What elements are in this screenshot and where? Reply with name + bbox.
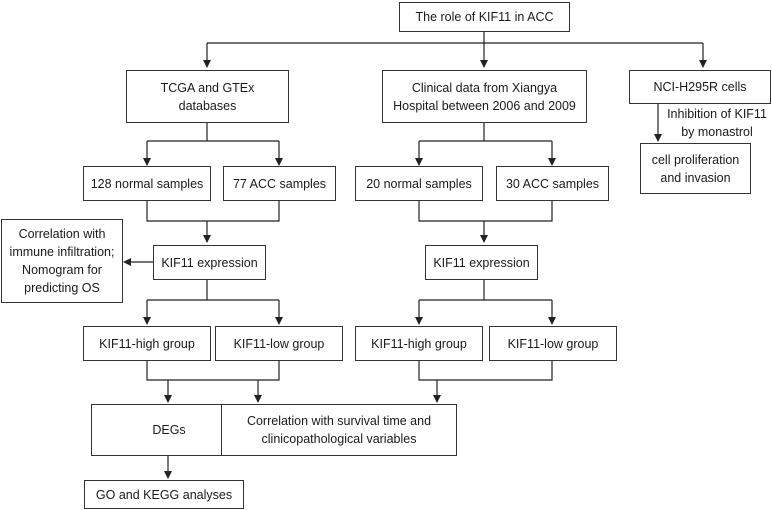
clinical-low-group-box: KIF11-low group: [489, 326, 617, 361]
root-label: The role of KIF11 in ACC: [415, 10, 554, 24]
connector-tcga-groups-merge: [146, 361, 280, 381]
tcga-high-group-box: KIF11-high group: [83, 326, 211, 361]
clinical-normal-samples-label: 20 normal samples: [366, 176, 472, 191]
clinical-data-box: Clinical data from Xiangya Hospital betw…: [382, 70, 587, 123]
survival-correlation-box: Correlation with survival time and clini…: [221, 404, 457, 456]
tcga-gtex-label: TCGA and GTEx databases: [160, 80, 255, 113]
clinical-high-group-box: KIF11-high group: [355, 326, 483, 361]
tcga-normal-samples-box: 128 normal samples: [83, 166, 211, 201]
tcga-expression-label: KIF11 expression: [161, 255, 258, 270]
correlation-immune-box: Correlation with immune infiltration; No…: [1, 219, 123, 303]
tcga-acc-samples-box: 77 ACC samples: [223, 166, 336, 201]
tcga-gtex-box: TCGA and GTEx databases: [126, 70, 289, 123]
root-box: The role of KIF11 in ACC: [399, 2, 570, 32]
inhibition-note: Inhibition of KIF11 by monastrol: [667, 107, 767, 139]
cells-box: NCI-H295R cells: [629, 70, 771, 104]
tcga-high-group-label: KIF11-high group: [99, 336, 195, 351]
clinical-data-label: Clinical data from Xiangya Hospital betw…: [393, 80, 576, 113]
tcga-normal-samples-label: 128 normal samples: [90, 176, 204, 191]
degs-label: DEGs: [152, 423, 186, 437]
clinical-normal-samples-box: 20 normal samples: [355, 166, 483, 201]
survival-correlation-label: Correlation with survival time and clini…: [246, 414, 432, 446]
connector-clinical-samples-merge: [418, 201, 553, 222]
clinical-expression-label: KIF11 expression: [433, 255, 530, 270]
tcga-low-group-box: KIF11-low group: [215, 326, 343, 361]
proliferation-box: cell proliferation and invasion: [640, 143, 751, 194]
connector-tcga-samples-merge: [146, 201, 280, 222]
clinical-acc-samples-label: 30 ACC samples: [505, 176, 600, 191]
proliferation-label: cell proliferation and invasion: [651, 152, 740, 185]
correlation-immune-label: Correlation with immune infiltration; No…: [9, 227, 115, 295]
tcga-expression-box: KIF11 expression: [153, 245, 266, 280]
clinical-low-group-label: KIF11-low group: [507, 336, 599, 351]
clinical-acc-samples-box: 30 ACC samples: [496, 166, 609, 201]
cells-label: NCI-H295R cells: [653, 80, 747, 94]
tcga-low-group-label: KIF11-low group: [233, 336, 325, 351]
go-kegg-label: GO and KEGG analyses: [95, 487, 233, 502]
connector-clinical-groups-merge: [418, 361, 553, 381]
go-kegg-box: GO and KEGG analyses: [84, 480, 244, 509]
clinical-high-group-label: KIF11-high group: [371, 336, 467, 351]
tcga-acc-samples-label: 77 ACC samples: [232, 176, 327, 191]
clinical-expression-box: KIF11 expression: [425, 245, 538, 280]
